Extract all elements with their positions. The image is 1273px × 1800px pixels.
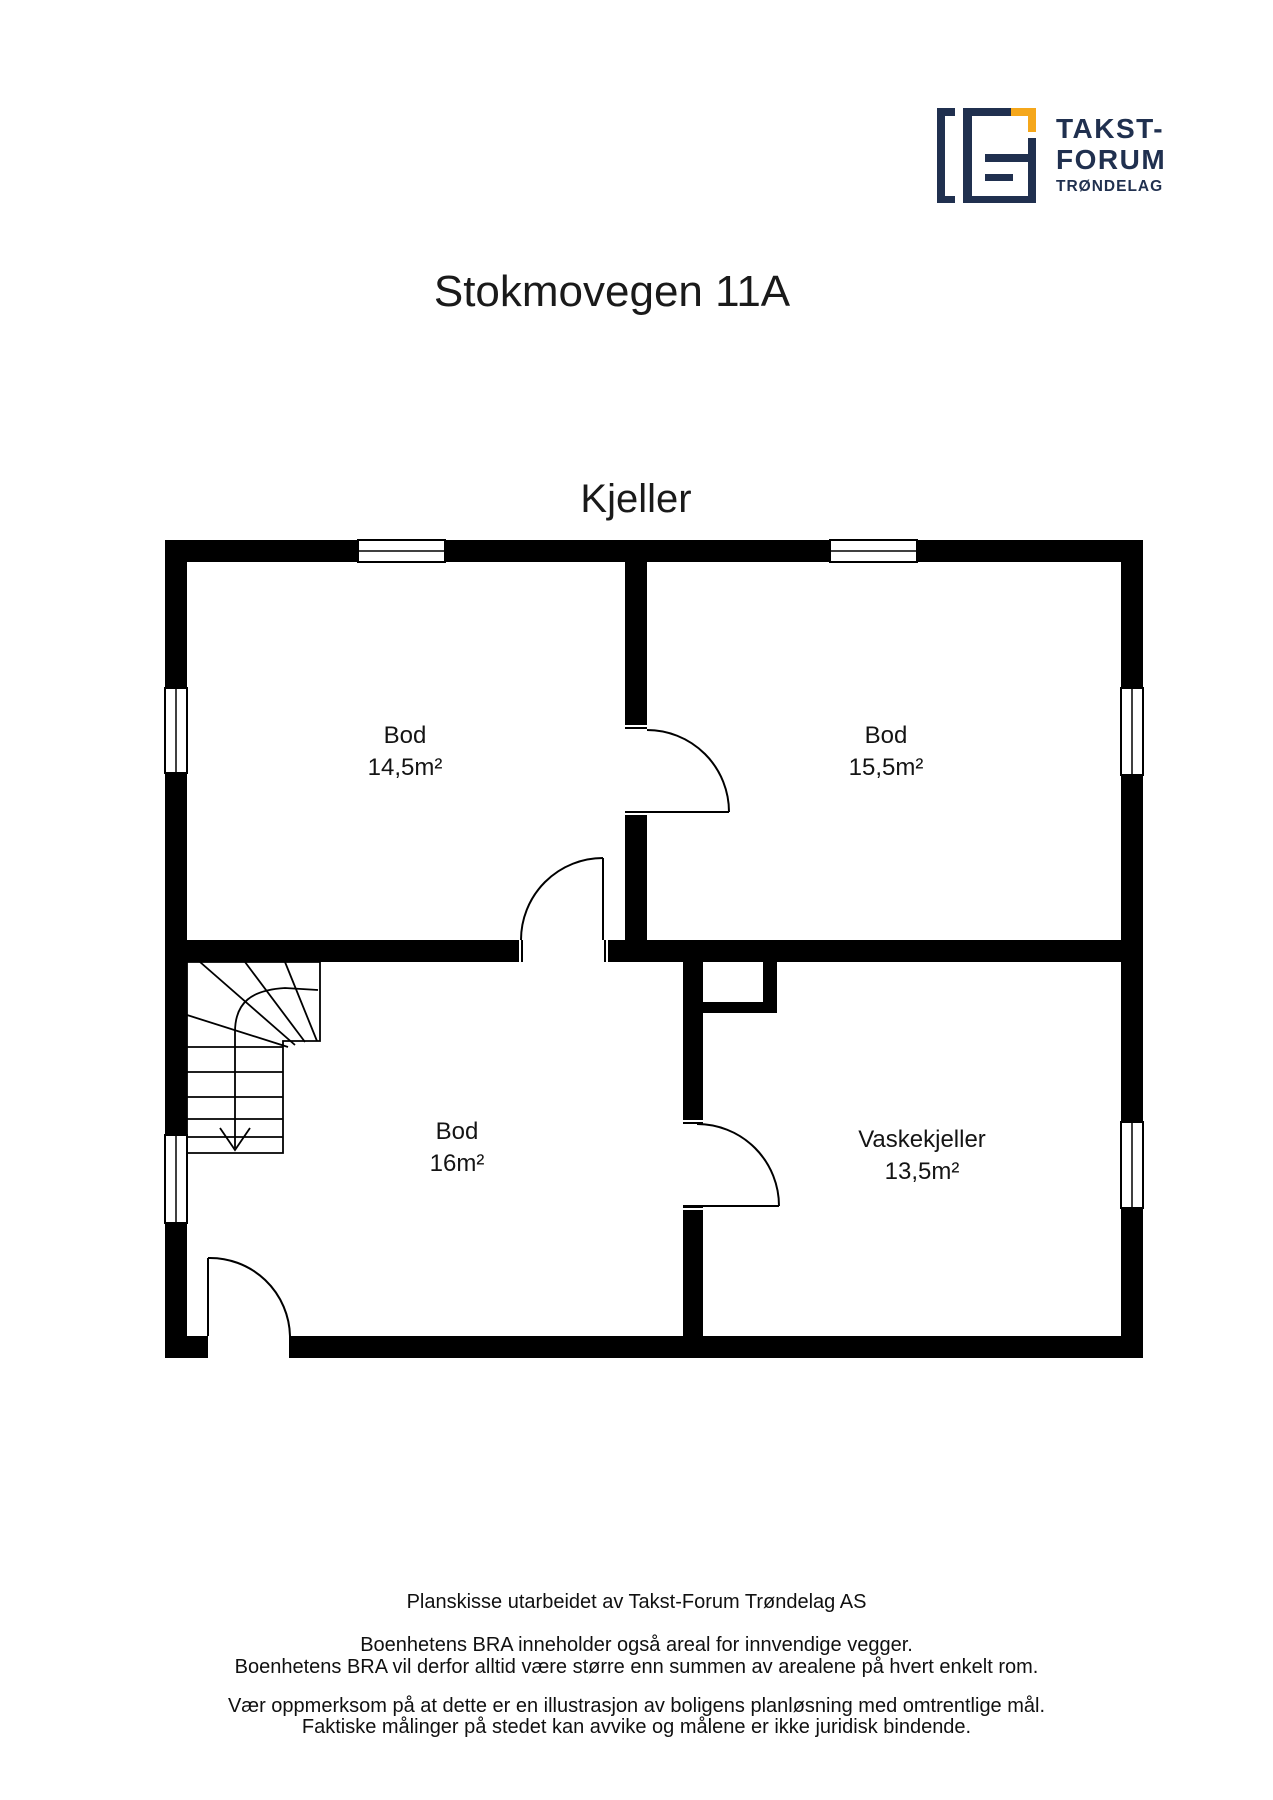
- logo-square-right: [1028, 138, 1036, 203]
- room-name: Vaskekjeller: [858, 1126, 986, 1153]
- footer-credit: Planskisse utarbeidet av Takst-Forum Trø…: [406, 1591, 867, 1613]
- room-name: Bod: [864, 722, 908, 749]
- logo-text-trondelag: TRØNDELAG: [1056, 178, 1164, 195]
- window-right-lower: [1120, 1121, 1144, 1209]
- wall-horizontal-right: [608, 940, 1123, 962]
- footer-disclaimer: Vær oppmerksom på at dette er en illustr…: [0, 1696, 1273, 1738]
- stairs-winders: [186, 961, 318, 1048]
- page-title: Stokmovegen 11A: [433, 267, 791, 316]
- window-right-upper: [1120, 687, 1144, 776]
- wall-horizontal-left: [165, 940, 519, 962]
- door-upper-divider: [646, 729, 730, 813]
- doors: [207, 729, 780, 1337]
- wall-shaft-bottom: [697, 1002, 777, 1013]
- room-label-vaskekjeller: Vaskekjeller 13,5m²: [858, 1124, 986, 1188]
- logo-square-top: [963, 108, 1011, 116]
- wall-divider-upper-top: [625, 562, 647, 725]
- interior-walls: [165, 562, 1123, 1336]
- footer-disclaimer-line1: Vær oppmerksom på at dette er en illustr…: [227, 1695, 1046, 1717]
- stairs-down-arrow: [219, 1127, 251, 1152]
- door-bod145: [520, 857, 604, 941]
- wall-divider-lower-bottom: [683, 1210, 703, 1336]
- logo-text-forum: FORUM: [1056, 144, 1167, 175]
- room-name: Bod: [383, 722, 427, 749]
- stairs: [186, 961, 321, 1154]
- logo-square-left: [963, 108, 972, 203]
- windows: [164, 539, 1144, 1224]
- room-label-bod-15-5: Bod 15,5m²: [849, 720, 924, 784]
- room-area: 13,5m²: [884, 1158, 960, 1185]
- door-entry-bottom: [207, 1256, 291, 1337]
- door-vaskekjeller: [683, 1123, 780, 1207]
- wall-right: [1121, 540, 1143, 1358]
- room-name: Bod: [435, 1118, 479, 1145]
- logo-text-takst: TAKST-: [1056, 113, 1165, 144]
- takst-forum-logo-icon: [937, 108, 1036, 203]
- room-label-bod-14-5: Bod 14,5m²: [368, 720, 443, 784]
- logo-bracket-vertical: [937, 108, 945, 203]
- room-area: 15,5m²: [848, 754, 924, 781]
- floor-title: Kjeller: [580, 477, 692, 521]
- logo-bracket-top-arm: [937, 108, 955, 116]
- wall-bottom-right-of-door: [290, 1336, 1143, 1358]
- wall-shaft-right: [763, 962, 777, 1012]
- wall-divider-lower-top: [683, 962, 703, 1120]
- room-label-bod-16: Bod 16m²: [430, 1116, 485, 1180]
- stairs-outline: [186, 961, 321, 1154]
- stairs-walk-line: [234, 987, 319, 1148]
- footer-bra-note-line2: Boenhetens BRA vil derfor alltid være st…: [234, 1656, 1039, 1678]
- wall-divider-upper-bottom: [625, 815, 647, 962]
- logo-f-mid-arm: [985, 154, 1028, 162]
- window-left-upper: [164, 687, 188, 774]
- footer-disclaimer-line2: Faktiske målinger på stedet kan avvike o…: [301, 1716, 972, 1738]
- room-area: 16m²: [429, 1150, 485, 1177]
- window-top-left: [357, 539, 446, 563]
- window-left-lower: [164, 1134, 188, 1224]
- logo-square-bottom: [963, 196, 1036, 203]
- footer-bra-note: Boenhetens BRA inneholder også areal for…: [0, 1634, 1273, 1678]
- window-top-right: [829, 539, 918, 563]
- logo-orange-corner-v: [1028, 108, 1036, 132]
- logo-bracket-bottom-arm: [937, 196, 955, 203]
- logo-orange-corner-h: [1011, 108, 1036, 116]
- logo-f-low-arm: [985, 174, 1013, 181]
- footer-bra-note-line1: Boenhetens BRA inneholder også areal for…: [360, 1634, 913, 1656]
- room-area: 14,5m²: [367, 754, 443, 781]
- wall-top: [165, 540, 1143, 562]
